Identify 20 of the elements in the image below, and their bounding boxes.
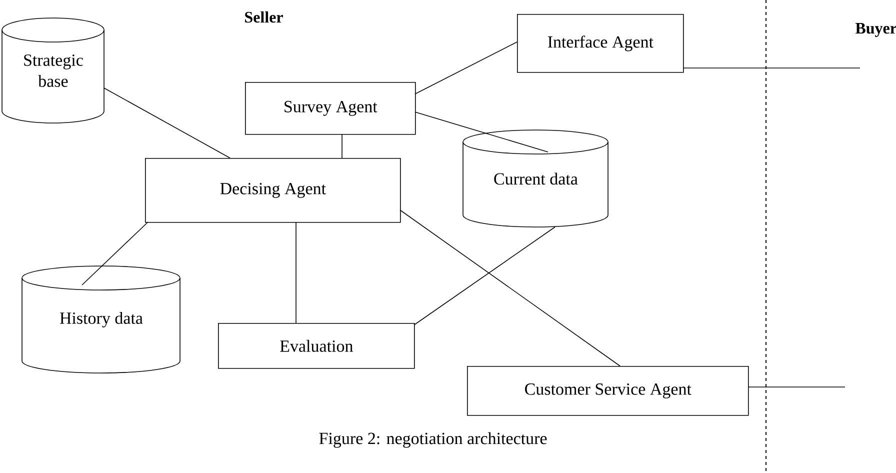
connector-line bbox=[104, 88, 230, 158]
process-box: Evaluation bbox=[218, 323, 415, 369]
connector-line bbox=[82, 222, 148, 286]
connector-line bbox=[414, 42, 518, 94]
connector-line bbox=[400, 210, 620, 366]
database-cylinder: Current data bbox=[462, 130, 608, 228]
database-cylinder: History data bbox=[22, 266, 180, 374]
connector-line bbox=[414, 226, 556, 326]
database-cylinder: Strategic base bbox=[2, 18, 104, 124]
node-label: History data bbox=[60, 312, 143, 328]
process-box: Customer Service Agent bbox=[467, 366, 749, 416]
connector-line bbox=[414, 112, 548, 152]
node-label: Current data bbox=[494, 172, 578, 185]
process-box: Interface Agent bbox=[517, 14, 684, 73]
connector-line bbox=[748, 386, 846, 388]
section-label: Seller bbox=[245, 11, 283, 23]
process-box: Decising Agent bbox=[145, 158, 401, 223]
caption: Figure 2: negotiation architecture bbox=[319, 432, 547, 448]
node-label: Strategic base bbox=[24, 54, 83, 87]
process-box: Survey Agent bbox=[245, 82, 416, 135]
